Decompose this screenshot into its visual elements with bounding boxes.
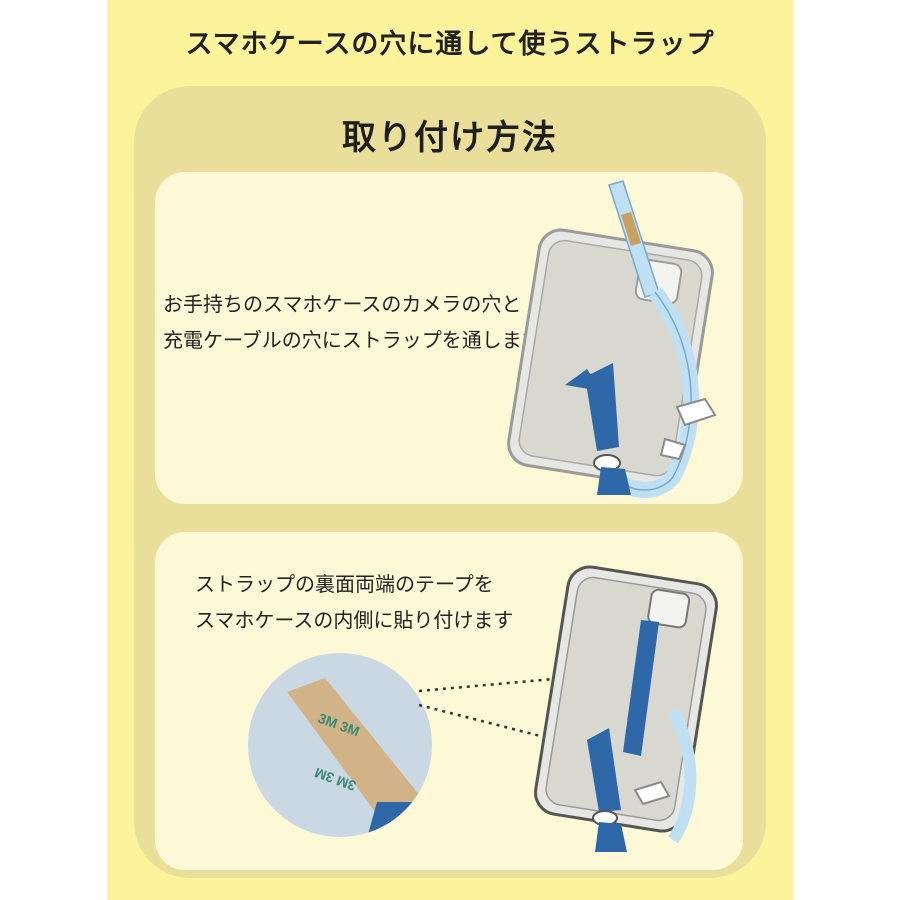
strap-upper [623,620,659,756]
step-2-card: ストラップの裏面両端のテープを スマホケースの内側に貼り付けます 3M 3M 3… [155,532,743,870]
step-1-line-2: 充電ケーブルの穴にストラップを通します [163,328,542,352]
kraft-tape [287,678,425,828]
instructions-panel: 取り付け方法 お手持ちのスマホケースのカメラの穴と 充電ケーブルの穴にストラップ… [134,86,766,878]
step-1-text: お手持ちのスマホケースのカメラの穴と 充電ケーブルの穴にストラップを通します [163,286,542,358]
phone-case-strap-illustration [507,180,717,498]
strap-bottom [595,822,627,852]
strap-bottom [597,467,631,495]
camera-hole [647,588,691,629]
strap-lower [587,728,621,812]
buckle [633,780,671,806]
tape-piece [621,212,641,246]
phone-case-inside-illustration [534,565,718,852]
step-1-card: お手持ちのスマホケースのカメラの穴と 充電ケーブルの穴にストラップを通します [155,172,743,504]
step-2-line-2: スマホケースの内側に貼り付けます [195,608,514,632]
tape-closeup-illustration: 3M 3M 3M 3M [248,653,432,837]
section-title: 取り付け方法 [342,118,558,158]
step-2-text: ストラップの裏面両端のテープを スマホケースの内側に貼り付けます [195,566,513,638]
buckle [675,397,717,427]
step-1-line-1: お手持ちのスマホケースのカメラの穴と [163,292,522,316]
page-header: スマホケースの穴に通して使うストラップ [185,29,715,60]
step-2-line-1: ストラップの裏面両端のテープを [195,572,494,596]
yellow-background: スマホケースの穴に通して使うストラップ 取り付け方法 お手持ちのスマホケースのカ… [107,0,793,900]
